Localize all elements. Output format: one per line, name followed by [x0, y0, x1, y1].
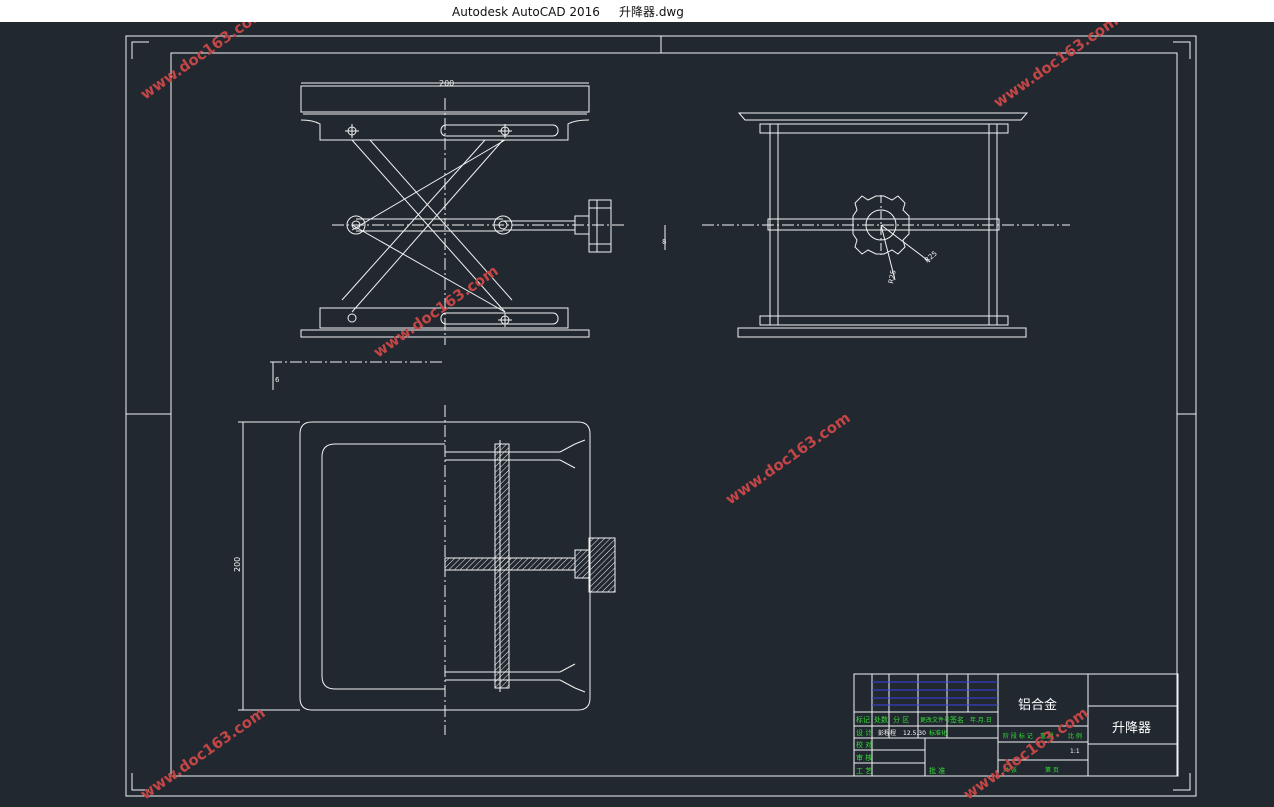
tb-material: 铝合金 — [1018, 697, 1057, 713]
tb-standardize: 标准化 — [929, 729, 947, 737]
side-view — [702, 112, 1070, 338]
tb-marker: 标记 — [856, 715, 870, 724]
tb-designer: 彭程程 — [878, 729, 896, 737]
dim-bottom-height: 200 — [233, 557, 242, 572]
tb-process: 工 艺 — [856, 767, 872, 775]
watermark-5: www.doc163.com — [137, 704, 269, 803]
watermark-4: www.doc163.com — [722, 409, 854, 509]
tb-zone: 分 区 — [893, 715, 909, 724]
tb-count: 处数 — [874, 715, 888, 724]
tb-docno: 更改文件号 — [920, 716, 950, 724]
title-block-labels: 标记 处数 分 区 更改文件号 签名 年.月.日 设 计 彭程程 12.5.30… — [856, 715, 1082, 775]
drawing-border — [125, 35, 1197, 797]
tb-scale: 1:1 — [1070, 748, 1080, 755]
title-block — [853, 673, 1179, 777]
app-title: Autodesk AutoCAD 2016 — [452, 5, 600, 19]
file-name: 升降器.dwg — [619, 5, 684, 19]
tb-part-name: 升降器 — [1112, 721, 1151, 736]
watermark-3: www.doc163.com — [370, 262, 502, 362]
dim-offset: 8 — [662, 238, 666, 246]
dim-top-width: 200 — [439, 79, 454, 88]
window-title: Autodesk AutoCAD 2016 升降器.dwg — [452, 3, 684, 20]
tb-sheets: 共 张 — [1003, 766, 1017, 774]
drawing-canvas[interactable]: 200 8 R25 R25 — [0, 4, 1274, 804]
drawing-svg[interactable]: 200 8 R25 R25 — [0, 4, 1274, 804]
tb-approve: 批 准 — [929, 766, 945, 775]
tb-sign: 签名 — [950, 715, 964, 724]
front-view — [300, 82, 666, 345]
tb-stage: 阶 段 标 记 — [1003, 732, 1033, 740]
tb-check: 校 对 — [856, 740, 872, 749]
watermarks: www.doc163.com www.doc163.com www.doc163… — [137, 4, 1122, 804]
dim-radius-1: R25 — [887, 269, 898, 284]
tb-review: 审 核 — [856, 753, 872, 762]
tb-design: 设 计 — [856, 728, 872, 737]
top-view — [238, 361, 616, 735]
window-titlebar: Autodesk AutoCAD 2016 升降器.dwg — [0, 0, 1274, 22]
title-block-blue-lines — [872, 681, 998, 706]
tb-date-value: 12.5.30 — [903, 730, 926, 737]
dim-offset-2: 6 — [275, 376, 280, 384]
watermark-2: www.doc163.com — [990, 22, 1122, 111]
tb-sheet-no: 第 页 — [1045, 766, 1059, 774]
tb-weight: 重 量 — [1040, 732, 1054, 740]
watermark-1: www.doc163.com — [137, 22, 269, 103]
tb-date: 年.月.日 — [970, 716, 992, 724]
dim-radius-2: R25 — [923, 250, 939, 265]
tb-ratio: 比 例 — [1068, 732, 1082, 740]
